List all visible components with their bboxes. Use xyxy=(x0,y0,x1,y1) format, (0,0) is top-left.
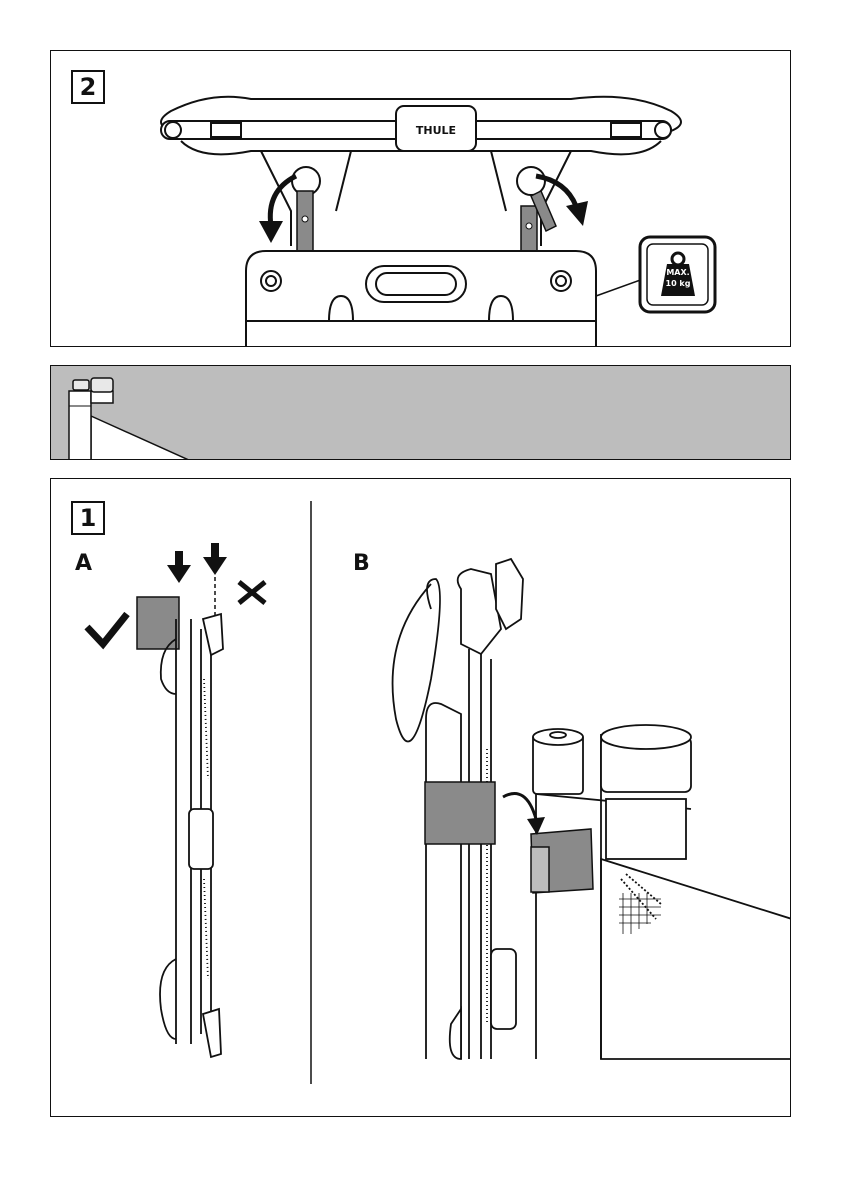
rotate-arrow-icon xyxy=(503,793,545,835)
strap-left xyxy=(297,191,313,251)
holder-side-view-a xyxy=(160,614,223,1057)
detail-strip xyxy=(50,365,791,460)
weight-badge-max: MAX. xyxy=(666,268,689,277)
post-detail-illustration xyxy=(51,366,791,460)
down-arrow-icon xyxy=(167,543,227,583)
check-icon xyxy=(87,614,127,644)
cross-icon xyxy=(239,582,265,603)
bike-frame-holder-illustration: THULE xyxy=(51,51,791,347)
strap-right xyxy=(521,191,556,251)
step-1-panel: 1 A B xyxy=(50,478,791,1117)
post-b xyxy=(533,725,791,1059)
strap-b xyxy=(425,782,593,893)
weight-badge-kg: 10 kg xyxy=(666,279,691,288)
load-board xyxy=(246,251,596,347)
brand-logo: THULE xyxy=(416,124,456,137)
mounting-illustration xyxy=(51,479,791,1117)
step-2-panel: 2 THULE xyxy=(50,50,791,347)
